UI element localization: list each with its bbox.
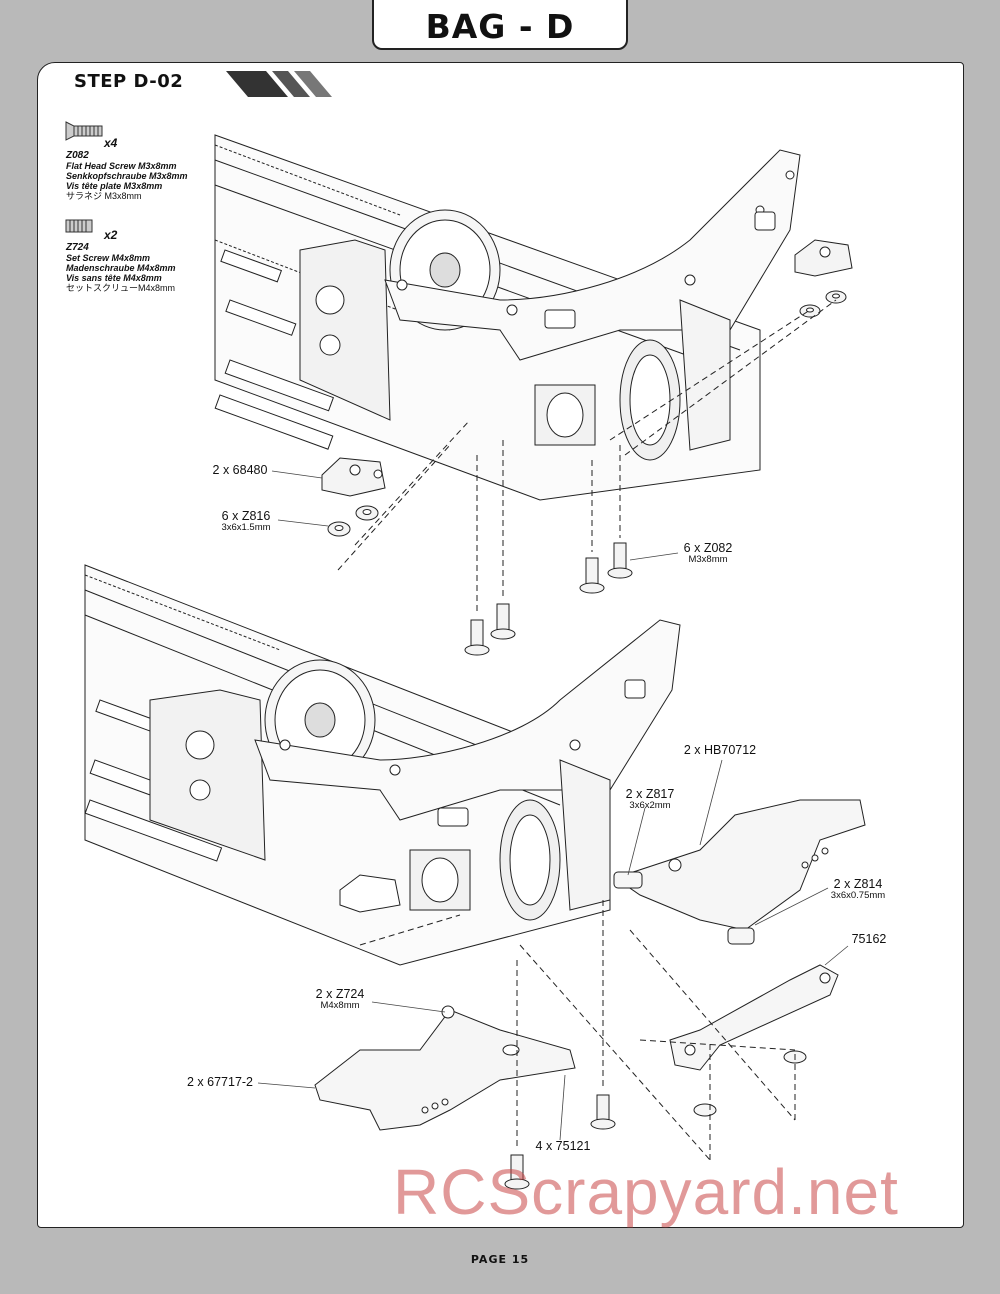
part-desc-fr: Vis sans tête M4x8mm [66,273,162,283]
part-qty-z724: x2 [104,228,118,242]
bag-title: BAG - D [425,7,575,46]
part-desc-jp: セットスクリューM4x8mm [66,283,176,293]
page-number: PAGE 15 [470,1253,530,1266]
callout-z082: 6 x Z082 M3x8mm [683,541,733,565]
part-qty-z082: x4 [104,136,118,150]
callout-hb70712: 2 x HB70712 [683,743,757,757]
watermark-text: RCScrapyard.net [393,1156,899,1228]
lower-chassis-assembly [84,564,681,966]
part-desc-de: Senkkopfschraube M3x8mm [66,171,188,181]
callout-z816: 6 x Z816 3x6x1.5mm [221,509,271,533]
callout-75121: 4 x 75121 [535,1139,591,1153]
screw-z082 [464,542,633,656]
rear-hinge-mount-75162 [669,964,839,1117]
part-code: Z724 [66,242,89,253]
part-desc-en: Flat Head Screw M3x8mm [66,161,177,171]
part-info-z724: Z724 Set Screw M4x8mm Madenschraube M4x8… [66,242,176,294]
suspension-arm-hb70712 [613,799,866,945]
callout-68480: 2 x 68480 [212,463,268,477]
lower-guide-lines [359,900,796,1161]
suspension-arm-67717-2 [314,1005,576,1131]
step-title: STEP D-02 [74,71,184,92]
part-desc-fr: Vis tête plate M3x8mm [66,181,163,191]
callout-z724: 2 x Z724 M4x8mm [315,987,365,1011]
washer-z816 [327,290,847,537]
set-screw-icon [65,219,93,233]
part-desc-de: Madenschraube M4x8mm [66,263,176,273]
upper-chassis-assembly [214,134,801,501]
callout-leaders [257,470,849,1141]
part-code: Z082 [66,150,89,161]
pin-mount-68480 [321,239,853,497]
callout-z817: 2 x Z817 3x6x2mm [625,787,675,811]
part-info-z082: Z082 Flat Head Screw M3x8mm Senkkopfschr… [66,150,188,202]
header-stripes-icon [226,71,332,97]
screw-75121 [504,1094,616,1190]
upper-guide-lines [337,299,837,615]
part-desc-jp: サラネジ M3x8mm [66,191,142,201]
callout-75162: 75162 [851,932,887,946]
callout-z814: 2 x Z814 3x6x0.75mm [830,877,886,901]
flat-head-screw-icon [65,121,103,141]
callout-67717-2: 2 x 67717-2 [186,1075,254,1089]
part-desc-en: Set Screw M4x8mm [66,253,151,263]
bag-title-tab: BAG - D [372,0,628,50]
